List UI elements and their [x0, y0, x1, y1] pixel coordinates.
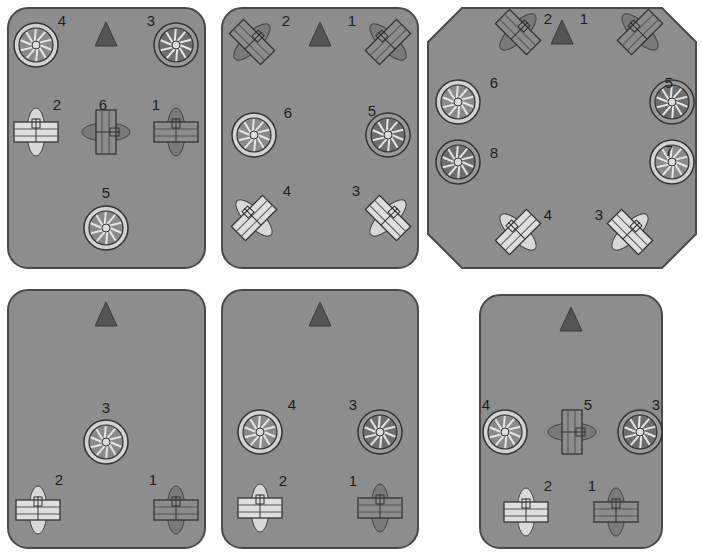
callout-number: 2 — [544, 478, 552, 493]
callout-number: 5 — [584, 397, 592, 412]
vertical-thruster — [232, 113, 276, 157]
callout-number: 2 — [53, 97, 61, 112]
callout-number: 2 — [544, 11, 552, 26]
callout-number: 3 — [349, 397, 357, 412]
vertical-thruster — [618, 410, 662, 454]
horizontal-thruster — [485, 199, 550, 264]
vertical-thruster — [84, 206, 128, 250]
horizontal-thruster — [607, 0, 672, 65]
horizontal-thruster — [597, 199, 662, 264]
vertical-thruster — [238, 410, 282, 454]
vehicle-hull — [8, 8, 205, 268]
vertical-thruster — [436, 140, 480, 184]
callout-number: 3 — [595, 207, 603, 222]
callout-number: 1 — [152, 97, 160, 112]
vertical-thruster — [14, 23, 58, 67]
horizontal-thruster — [548, 410, 596, 454]
callout-number: 4 — [544, 207, 552, 222]
callout-number: 1 — [349, 473, 357, 488]
callout-number: 3 — [652, 397, 660, 412]
heading-arrow — [309, 302, 331, 326]
heading-arrow — [95, 22, 117, 46]
callout-number: 6 — [284, 105, 292, 120]
vertical-thruster — [650, 140, 694, 184]
callout-number: 6 — [99, 97, 107, 112]
vehicle-hull — [222, 8, 418, 268]
callout-number: 5 — [368, 103, 376, 118]
callout-number: 1 — [580, 11, 588, 26]
callout-number: 3 — [102, 400, 110, 415]
vertical-thruster — [436, 80, 480, 124]
callout-number: 2 — [279, 473, 287, 488]
callout-number: 2 — [55, 472, 63, 487]
vehicle-hull — [428, 8, 696, 268]
horizontal-thruster — [154, 108, 198, 156]
vertical-thruster — [358, 410, 402, 454]
vertical-thruster — [366, 113, 410, 157]
vehicle-hull — [480, 295, 662, 548]
vehicle-hull — [222, 290, 418, 548]
callout-number: 6 — [490, 75, 498, 90]
callout-number: 4 — [283, 183, 291, 198]
callout-number: 3 — [147, 13, 155, 28]
heading-arrow — [309, 22, 331, 46]
heading-arrow — [551, 20, 573, 44]
vertical-thruster — [154, 23, 198, 67]
heading-arrow — [95, 302, 117, 326]
callout-number: 2 — [282, 13, 290, 28]
horizontal-thruster — [355, 185, 420, 250]
horizontal-thruster — [154, 486, 198, 534]
callout-number: 4 — [58, 13, 66, 28]
horizontal-thruster — [594, 488, 638, 536]
vertical-thruster — [483, 410, 527, 454]
callout-number: 5 — [102, 185, 110, 200]
vertical-thruster — [84, 420, 128, 464]
callout-number: 5 — [665, 75, 673, 90]
callout-number: 4 — [288, 397, 296, 412]
horizontal-thruster — [221, 185, 286, 250]
callout-number: 3 — [352, 183, 360, 198]
callout-number: 4 — [482, 397, 490, 412]
horizontal-thruster — [485, 0, 550, 65]
horizontal-thruster — [16, 486, 60, 534]
callout-number: 1 — [588, 478, 596, 493]
callout-number: 1 — [149, 472, 157, 487]
horizontal-thruster — [504, 488, 548, 536]
horizontal-thruster — [358, 484, 402, 532]
horizontal-thruster — [14, 108, 58, 156]
horizontal-thruster — [238, 484, 282, 532]
vehicle-hull — [8, 290, 205, 548]
callout-number: 1 — [348, 13, 356, 28]
horizontal-thruster — [355, 9, 420, 74]
heading-arrow — [560, 307, 582, 331]
callout-number: 7 — [665, 143, 673, 158]
horizontal-thruster — [219, 9, 284, 74]
horizontal-thruster — [82, 110, 130, 154]
callout-number: 8 — [490, 145, 498, 160]
